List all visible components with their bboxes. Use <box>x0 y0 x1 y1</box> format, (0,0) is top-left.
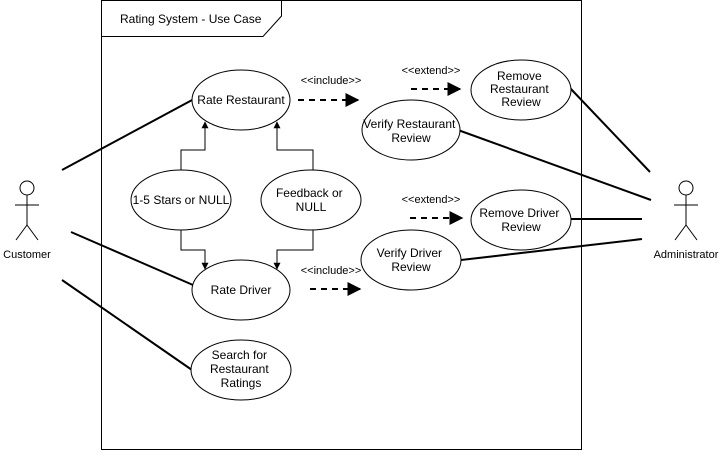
verify-restaurant-label-line-1: Verify Restaurant <box>363 117 456 131</box>
search-label-line-2: Restaurant <box>210 362 269 376</box>
stars-to-rate-driver-connector <box>180 230 209 270</box>
include-label-restaurant: <<include>> <box>301 75 362 87</box>
use-case-feedback[interactable]: Feedback or NULL <box>260 169 362 231</box>
include-label-driver: <<include>> <box>301 265 362 277</box>
assoc-admin-verify-restaurant <box>457 129 652 201</box>
verify-driver-label-line-2: Review <box>391 260 431 274</box>
search-label-line-3: Ratings <box>221 376 262 390</box>
customer-label: Customer <box>3 249 51 261</box>
stars-to-rate-restaurant-connector <box>180 121 209 170</box>
svg-text:Verify Restaurant Review: Verify Restaurant Review <box>363 117 458 145</box>
assoc-admin-verify-driver <box>460 238 643 261</box>
system-title: Rating System - Use Case <box>120 12 262 26</box>
feedback-label-line-1: Feedback or <box>276 186 343 200</box>
administrator-actor[interactable] <box>674 180 698 241</box>
use-case-remove-driver-review[interactable]: Remove Driver Review <box>470 189 572 251</box>
use-case-verify-driver-review[interactable]: Verify Driver Review <box>360 229 462 291</box>
use-case-verify-restaurant-review[interactable]: Verify Restaurant Review <box>361 99 461 161</box>
verify-restaurant-label-line-2: Review <box>391 131 431 145</box>
remove-driver-label-line-1: Remove Driver <box>479 206 559 220</box>
system-boundary <box>101 0 582 450</box>
use-case-stars[interactable]: 1-5 Stars or NULL <box>130 169 232 231</box>
use-case-rate-restaurant[interactable]: Rate Restaurant <box>191 69 291 131</box>
svg-text:Rate Driver: Rate Driver <box>211 283 272 297</box>
svg-text:Remove Restaurant: Remove Restaurant Review <box>490 69 552 109</box>
stars-label: 1-5 Stars or NULL <box>133 193 230 207</box>
rate-restaurant-label: Rate Restaurant <box>197 93 285 107</box>
svg-text:Feedback or NULL: Feedback or NULL <box>276 186 346 214</box>
customer-actor[interactable] <box>15 180 39 241</box>
remove-restaurant-label-line-3: Review <box>501 95 541 109</box>
remove-restaurant-label-line-2: Restaurant <box>490 82 549 96</box>
svg-text:Verify Driver Review: Verify Driver Review <box>377 246 446 274</box>
svg-text:Remove Driver Review: Remove Driver Review <box>479 206 562 234</box>
svg-text:1-5 Stars or NULL: 1-5 Stars or NULL <box>133 193 230 207</box>
search-label-line-1: Search for <box>212 348 267 362</box>
use-case-rate-driver[interactable]: Rate Driver <box>191 259 291 321</box>
assoc-customer-rate-driver <box>70 231 194 286</box>
assoc-customer-search <box>61 279 193 371</box>
assoc-customer-rate-restaurant <box>61 98 195 171</box>
administrator-label: Administrator <box>654 249 719 261</box>
svg-text:Search for Restaurant: Search for Restaurant Ratings <box>210 348 272 390</box>
use-case-search-ratings[interactable]: Search for Restaurant Ratings <box>190 339 292 401</box>
feedback-to-rate-restaurant-connector <box>273 121 314 170</box>
system-title-tab <box>101 0 282 37</box>
rate-driver-label: Rate Driver <box>211 283 272 297</box>
feedback-to-rate-driver-connector <box>273 230 314 270</box>
verify-driver-label-line-1: Verify Driver <box>377 246 442 260</box>
remove-driver-label-line-2: Review <box>501 220 541 234</box>
svg-text:Rate Restaurant: Rate Restaurant <box>197 93 285 107</box>
feedback-label-line-2: NULL <box>296 200 327 214</box>
remove-restaurant-label-line-1: Remove <box>497 69 542 83</box>
extend-label-driver: <<extend>> <box>402 194 461 206</box>
assoc-admin-remove-restaurant <box>569 87 651 173</box>
extend-label-restaurant: <<extend>> <box>402 65 461 77</box>
use-case-remove-restaurant-review[interactable]: Remove Restaurant Review <box>470 59 572 121</box>
